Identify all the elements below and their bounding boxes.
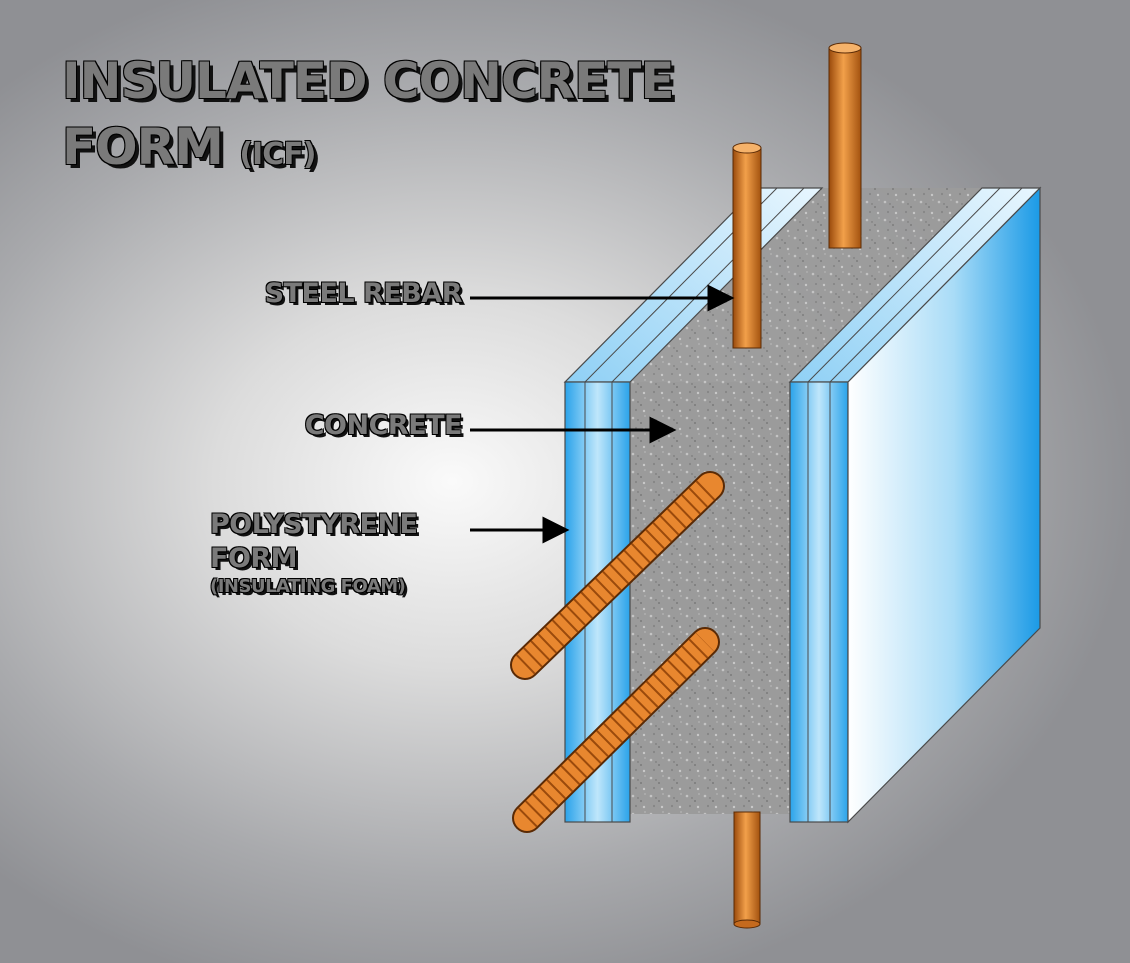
rebar-back-vertical — [828, 42, 862, 249]
label-concrete: CONCRETE — [304, 410, 463, 441]
concrete-front — [630, 382, 790, 814]
title-line-2: FORM (ICF) — [62, 114, 674, 188]
rebar-diagonal-lower — [512, 627, 720, 833]
rebar-diagonal-upper — [510, 471, 725, 680]
diagram-title: INSULATED CONCRETE FORM (ICF) — [62, 48, 675, 188]
title-line-1: INSULATED CONCRETE — [62, 52, 675, 110]
right-foam-panel — [788, 186, 1042, 824]
concrete-top — [630, 188, 982, 382]
label-steel-rebar: STEEL REBAR — [264, 278, 463, 309]
label-insulating-foam: (INSULATING FOAM) — [210, 576, 406, 597]
rebar-front-vertical — [732, 142, 762, 929]
label-polystyrene-line2: FORM — [210, 543, 298, 574]
title-form: FORM — [62, 118, 224, 176]
label-polystyrene-line1: POLYSTYRENE — [210, 509, 418, 540]
label-polystyrene-form: POLYSTYRENE FORM (INSULATING FOAM) — [210, 508, 490, 598]
title-abbreviation: (ICF) — [239, 137, 316, 172]
